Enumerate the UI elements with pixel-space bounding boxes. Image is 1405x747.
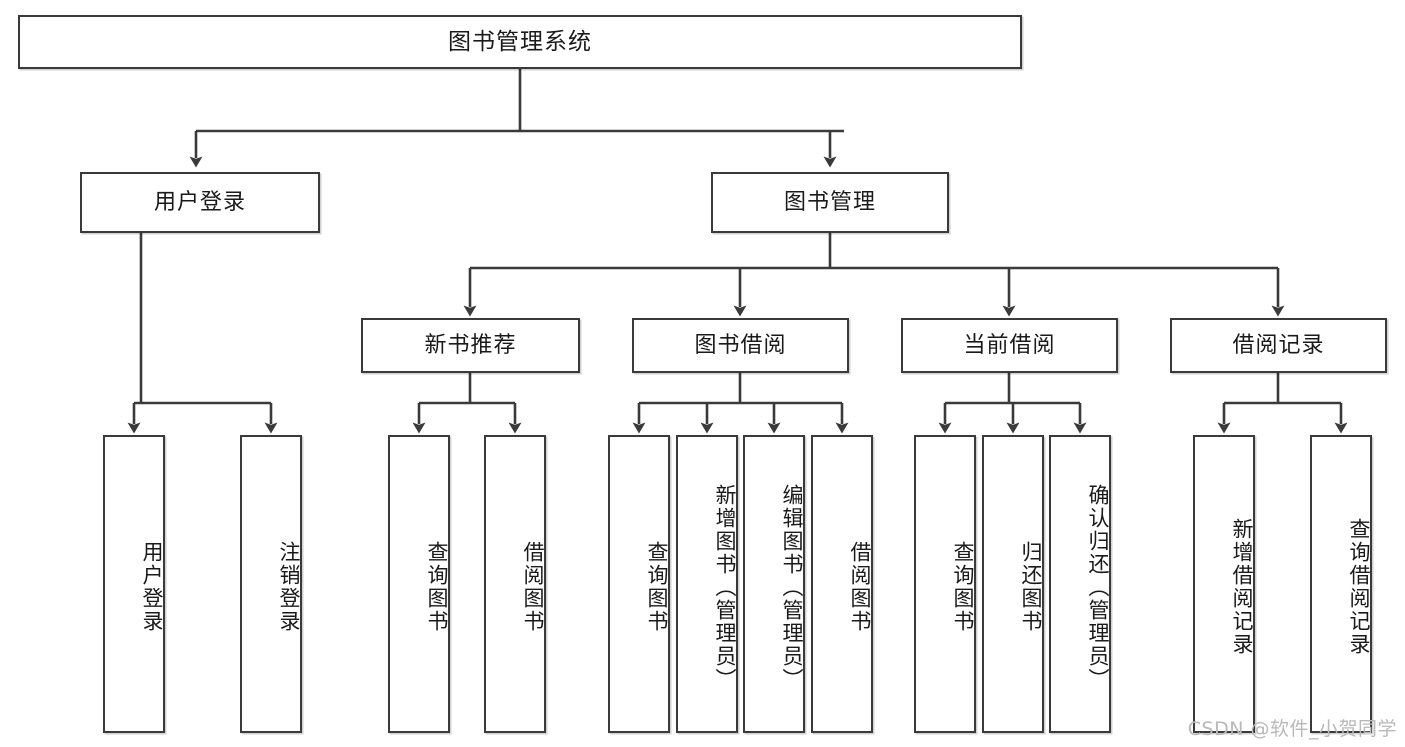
node-borrow-record[interactable]: 借阅记录 — [1170, 318, 1387, 373]
node-new-book-recommend[interactable]: 新书推荐 — [361, 318, 580, 373]
node-leaf-query-book-1-label: 查询图书 — [425, 541, 449, 633]
node-book-borrow-label: 图书借阅 — [694, 332, 787, 358]
node-leaf-query-record[interactable]: 查询借阅记录 — [1310, 435, 1372, 733]
node-leaf-return-book[interactable]: 归还图书 — [982, 435, 1044, 733]
node-leaf-query-book-3-label: 查询图书 — [951, 541, 975, 633]
node-leaf-user-login-label: 用户登录 — [140, 541, 164, 633]
node-book-borrow[interactable]: 图书借阅 — [632, 318, 849, 373]
csdn-watermark: CSDN @软件_小贺同学 — [1187, 718, 1397, 740]
node-leaf-borrow-book-1[interactable]: 借阅图书 — [484, 435, 546, 733]
node-root[interactable]: 图书管理系统 — [18, 15, 1022, 69]
node-user-login[interactable]: 用户登录 — [80, 172, 320, 233]
node-user-login-label: 用户登录 — [153, 189, 246, 215]
node-leaf-return-book-label: 归还图书 — [1019, 541, 1043, 633]
node-leaf-edit-book[interactable]: 编辑图书（管理员） — [743, 435, 805, 733]
node-leaf-query-book-3[interactable]: 查询图书 — [914, 435, 976, 733]
node-leaf-confirm-return[interactable]: 确认归还（管理员） — [1049, 435, 1111, 733]
node-leaf-query-book-2-label: 查询图书 — [645, 541, 669, 633]
node-leaf-borrow-book-1-label: 借阅图书 — [521, 541, 545, 633]
node-current-borrow-label: 当前借阅 — [963, 332, 1056, 358]
node-leaf-confirm-return-label: 确认归还（管理员） — [1086, 483, 1110, 691]
node-new-book-recommend-label: 新书推荐 — [424, 332, 517, 358]
node-leaf-add-record[interactable]: 新增借阅记录 — [1193, 435, 1255, 733]
node-borrow-record-label: 借阅记录 — [1232, 332, 1325, 358]
node-leaf-user-login[interactable]: 用户登录 — [103, 435, 165, 733]
node-leaf-logout-login-label: 注销登录 — [277, 541, 301, 633]
node-leaf-add-book[interactable]: 新增图书（管理员） — [676, 435, 738, 733]
node-leaf-add-record-label: 新增借阅记录 — [1230, 518, 1254, 656]
node-current-borrow[interactable]: 当前借阅 — [901, 318, 1118, 373]
node-book-manage[interactable]: 图书管理 — [711, 172, 949, 233]
node-book-manage-label: 图书管理 — [783, 189, 876, 215]
node-root-label: 图书管理系统 — [448, 28, 592, 55]
node-leaf-logout-login[interactable]: 注销登录 — [240, 435, 302, 733]
node-leaf-query-book-1[interactable]: 查询图书 — [388, 435, 450, 733]
node-leaf-borrow-book-2-label: 借阅图书 — [848, 541, 872, 633]
node-leaf-edit-book-label: 编辑图书（管理员） — [780, 483, 804, 691]
node-leaf-query-record-label: 查询借阅记录 — [1347, 518, 1371, 656]
node-leaf-query-book-2[interactable]: 查询图书 — [608, 435, 670, 733]
node-leaf-add-book-label: 新增图书（管理员） — [713, 483, 737, 691]
node-leaf-borrow-book-2[interactable]: 借阅图书 — [811, 435, 873, 733]
